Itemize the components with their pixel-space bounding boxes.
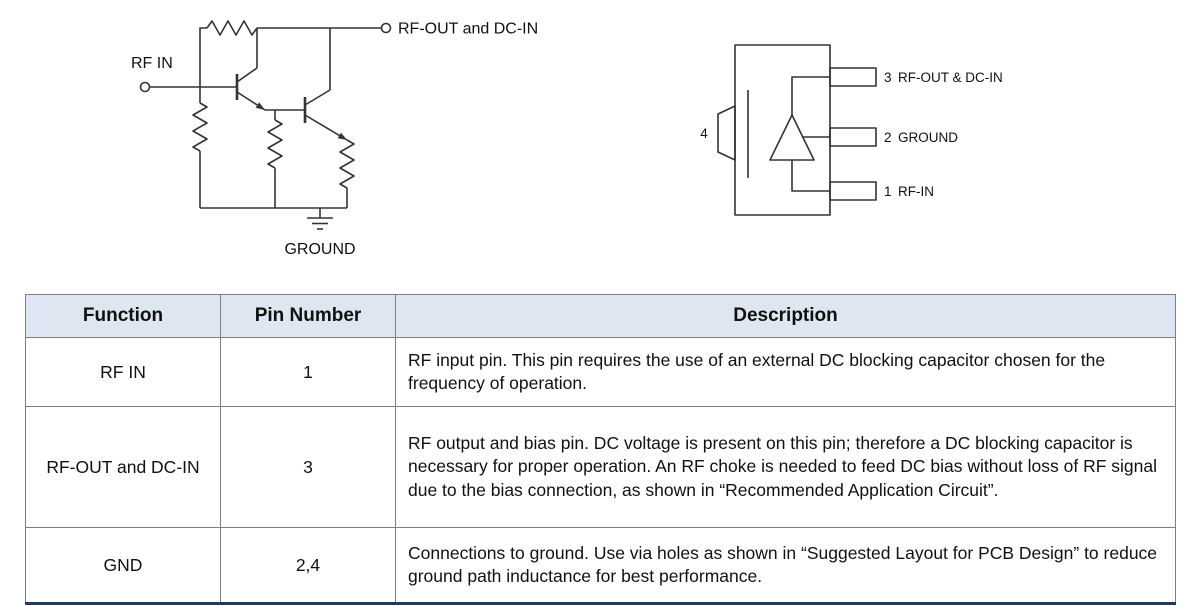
pin2-name-label: GROUND: [898, 130, 958, 145]
pin-number-cell: 1: [220, 337, 396, 407]
pin2-lead: [829, 127, 877, 147]
package-body: [734, 44, 831, 216]
pin3-lead: [829, 67, 877, 87]
pin3-name-label: RF-OUT & DC-IN: [898, 70, 1003, 85]
column-header-function: Function: [25, 294, 221, 338]
column-header-description: Description: [395, 294, 1176, 338]
transistor-q1: [235, 28, 266, 111]
ground-label: GROUND: [284, 241, 355, 258]
rf-out-label: RF-OUT and DC-IN: [398, 21, 538, 38]
middle-resistor: [267, 119, 283, 169]
transistor-q2: [303, 28, 348, 141]
feedback-resistor: [206, 20, 258, 36]
rf-in-terminal-icon: [139, 81, 151, 93]
column-header-pin-number: Pin Number: [220, 294, 396, 338]
pin1-lead: [829, 181, 877, 201]
pin-number-cell: 2,4: [220, 527, 396, 605]
pin1-number-label: 1: [884, 184, 892, 199]
table-row-gnd: GND 2,4 Connections to ground. Use via h…: [25, 527, 1176, 605]
emitter-resistor: [339, 139, 355, 189]
pin4-tab: [717, 105, 736, 161]
table-header-row: Function Pin Number Description: [25, 294, 1176, 338]
function-cell: RF-OUT and DC-IN: [25, 406, 221, 528]
description-cell: Connections to ground. Use via holes as …: [395, 527, 1176, 605]
pin3-number-label: 3: [884, 70, 892, 85]
input-resistor: [192, 102, 208, 152]
pin4-number-label: 4: [700, 126, 708, 141]
pin-number-cell: 3: [220, 406, 396, 528]
rf-in-label: RF IN: [131, 55, 173, 72]
table-row-rf-out: RF-OUT and DC-IN 3 RF output and bias pi…: [25, 406, 1176, 528]
function-cell: RF IN: [25, 337, 221, 407]
package-pinout-diagram: 4 3 RF-OUT & DC-IN 2 GROUND 1 RF-IN: [700, 44, 1003, 216]
pin-function-table: Function Pin Number Description RF IN 1 …: [25, 294, 1176, 605]
description-cell: RF input pin. This pin requires the use …: [395, 337, 1176, 407]
function-cell: GND: [25, 527, 221, 605]
rf-out-terminal-icon: [380, 22, 392, 34]
table-row-rf-in: RF IN 1 RF input pin. This pin requires …: [25, 337, 1176, 407]
schematic-diagram: RF IN RF-OUT and DC-IN: [131, 20, 538, 258]
pin2-number-label: 2: [884, 130, 892, 145]
feedback-wire-left: [199, 27, 207, 87]
internal-amplifier-icon: [747, 76, 830, 192]
pin1-name-label: RF-IN: [898, 184, 934, 199]
datasheet-figure-page: RF IN RF-OUT and DC-IN: [25, 20, 1176, 605]
description-cell: RF output and bias pin. DC voltage is pr…: [395, 406, 1176, 528]
ground-symbol-icon: [307, 208, 333, 230]
